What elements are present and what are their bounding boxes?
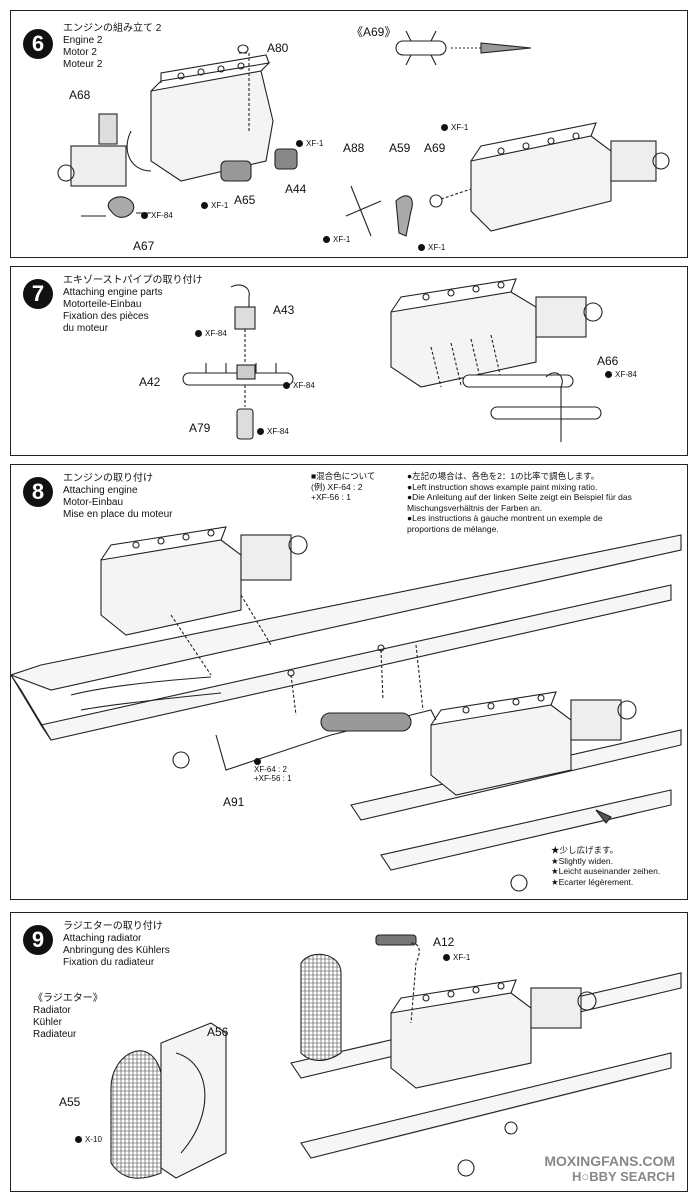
step-number: 8 [23,477,53,507]
part-a88: A88 [343,141,365,155]
paint-xf84: XF-84 [257,427,289,436]
part-a43: A43 [273,303,295,317]
paint-xf1: XF-1 [323,235,350,244]
engine-assembly-drawing [57,30,670,237]
part-a91: A91 [223,795,245,809]
part-a69: A69 [424,141,446,155]
step-7-panel: 7 エキゾーストパイプの取り付け Attaching engine parts … [10,266,688,456]
step-9-panel: 9 ラジエターの取り付け Attaching radiator Anbringu… [10,912,688,1192]
part-a67: A67 [133,239,155,253]
engine-install-drawing [11,526,682,892]
paint-x10: X-10 [75,1135,102,1144]
step-titles: エキゾーストパイプの取り付け Attaching engine parts Mo… [63,275,203,334]
part-a56: A56 [207,1025,229,1039]
part-a65: A65 [234,193,256,207]
watermark-text: H○BBY SEARCH [572,1169,675,1184]
step-titles: エンジンの取り付け Attaching engine Motor-Einbau … [63,473,173,520]
part-a55: A55 [59,1095,81,1109]
radiator-subtitle: 《ラジエター》 Radiator Kühler Radiateur [33,993,103,1040]
paint-xf84: XF-84 [195,329,227,338]
paint-xf1: XF-1 [296,139,323,148]
step-number: 7 [23,279,53,309]
radiator-install-drawing [110,934,682,1179]
part-a80: A80 [267,41,289,55]
mixing-instruction: ●左記の場合は、各色を2：1の比率で調色します。 ●Left instructi… [407,471,632,534]
paint-xf1: XF-1 [441,123,468,132]
paint-xf84: XF-84 [283,381,315,390]
part-a68: A68 [69,88,91,102]
step-8-panel: 8 エンジンの取り付け Attaching engine Motor-Einba… [10,464,688,900]
part-a66: A66 [597,354,619,368]
paint-xf1: XF-1 [418,243,445,252]
widen-note: ★少し広げます。 ★Slightly widen. ★Leicht ausein… [551,845,661,887]
paint-xf84: XF-84 [141,211,173,220]
part-a12: A12 [433,935,455,949]
paint-xf1: XF-1 [201,201,228,210]
part-a44: A44 [285,182,307,196]
sub-title: 《A69》 [351,25,397,39]
watermark-text: MOXINGFANS.COM [544,1153,675,1169]
paint-xf84: XF-84 [605,370,637,379]
mix-paint-label: XF-64 : 2 +XF-56 : 1 [254,758,292,783]
part-a42: A42 [139,375,161,389]
step-titles: エンジンの組み立て 2 Engine 2 Motor 2 Moteur 2 [63,23,162,70]
step-titles: ラジエターの取り付け Attaching radiator Anbringung… [63,921,170,968]
step-number: 9 [23,925,53,955]
exhaust-assembly-drawing [182,278,603,442]
step-6-panel: 6 エンジンの組み立て 2 Engine 2 Motor 2 Moteur 2 … [10,10,688,258]
step-number: 6 [23,29,53,59]
part-a79: A79 [189,421,211,435]
mix-note: ■混合色について (例) XF-64 : 2 +XF-56 : 1 [311,471,376,502]
paint-xf1: XF-1 [443,953,470,962]
part-a59: A59 [389,141,411,155]
